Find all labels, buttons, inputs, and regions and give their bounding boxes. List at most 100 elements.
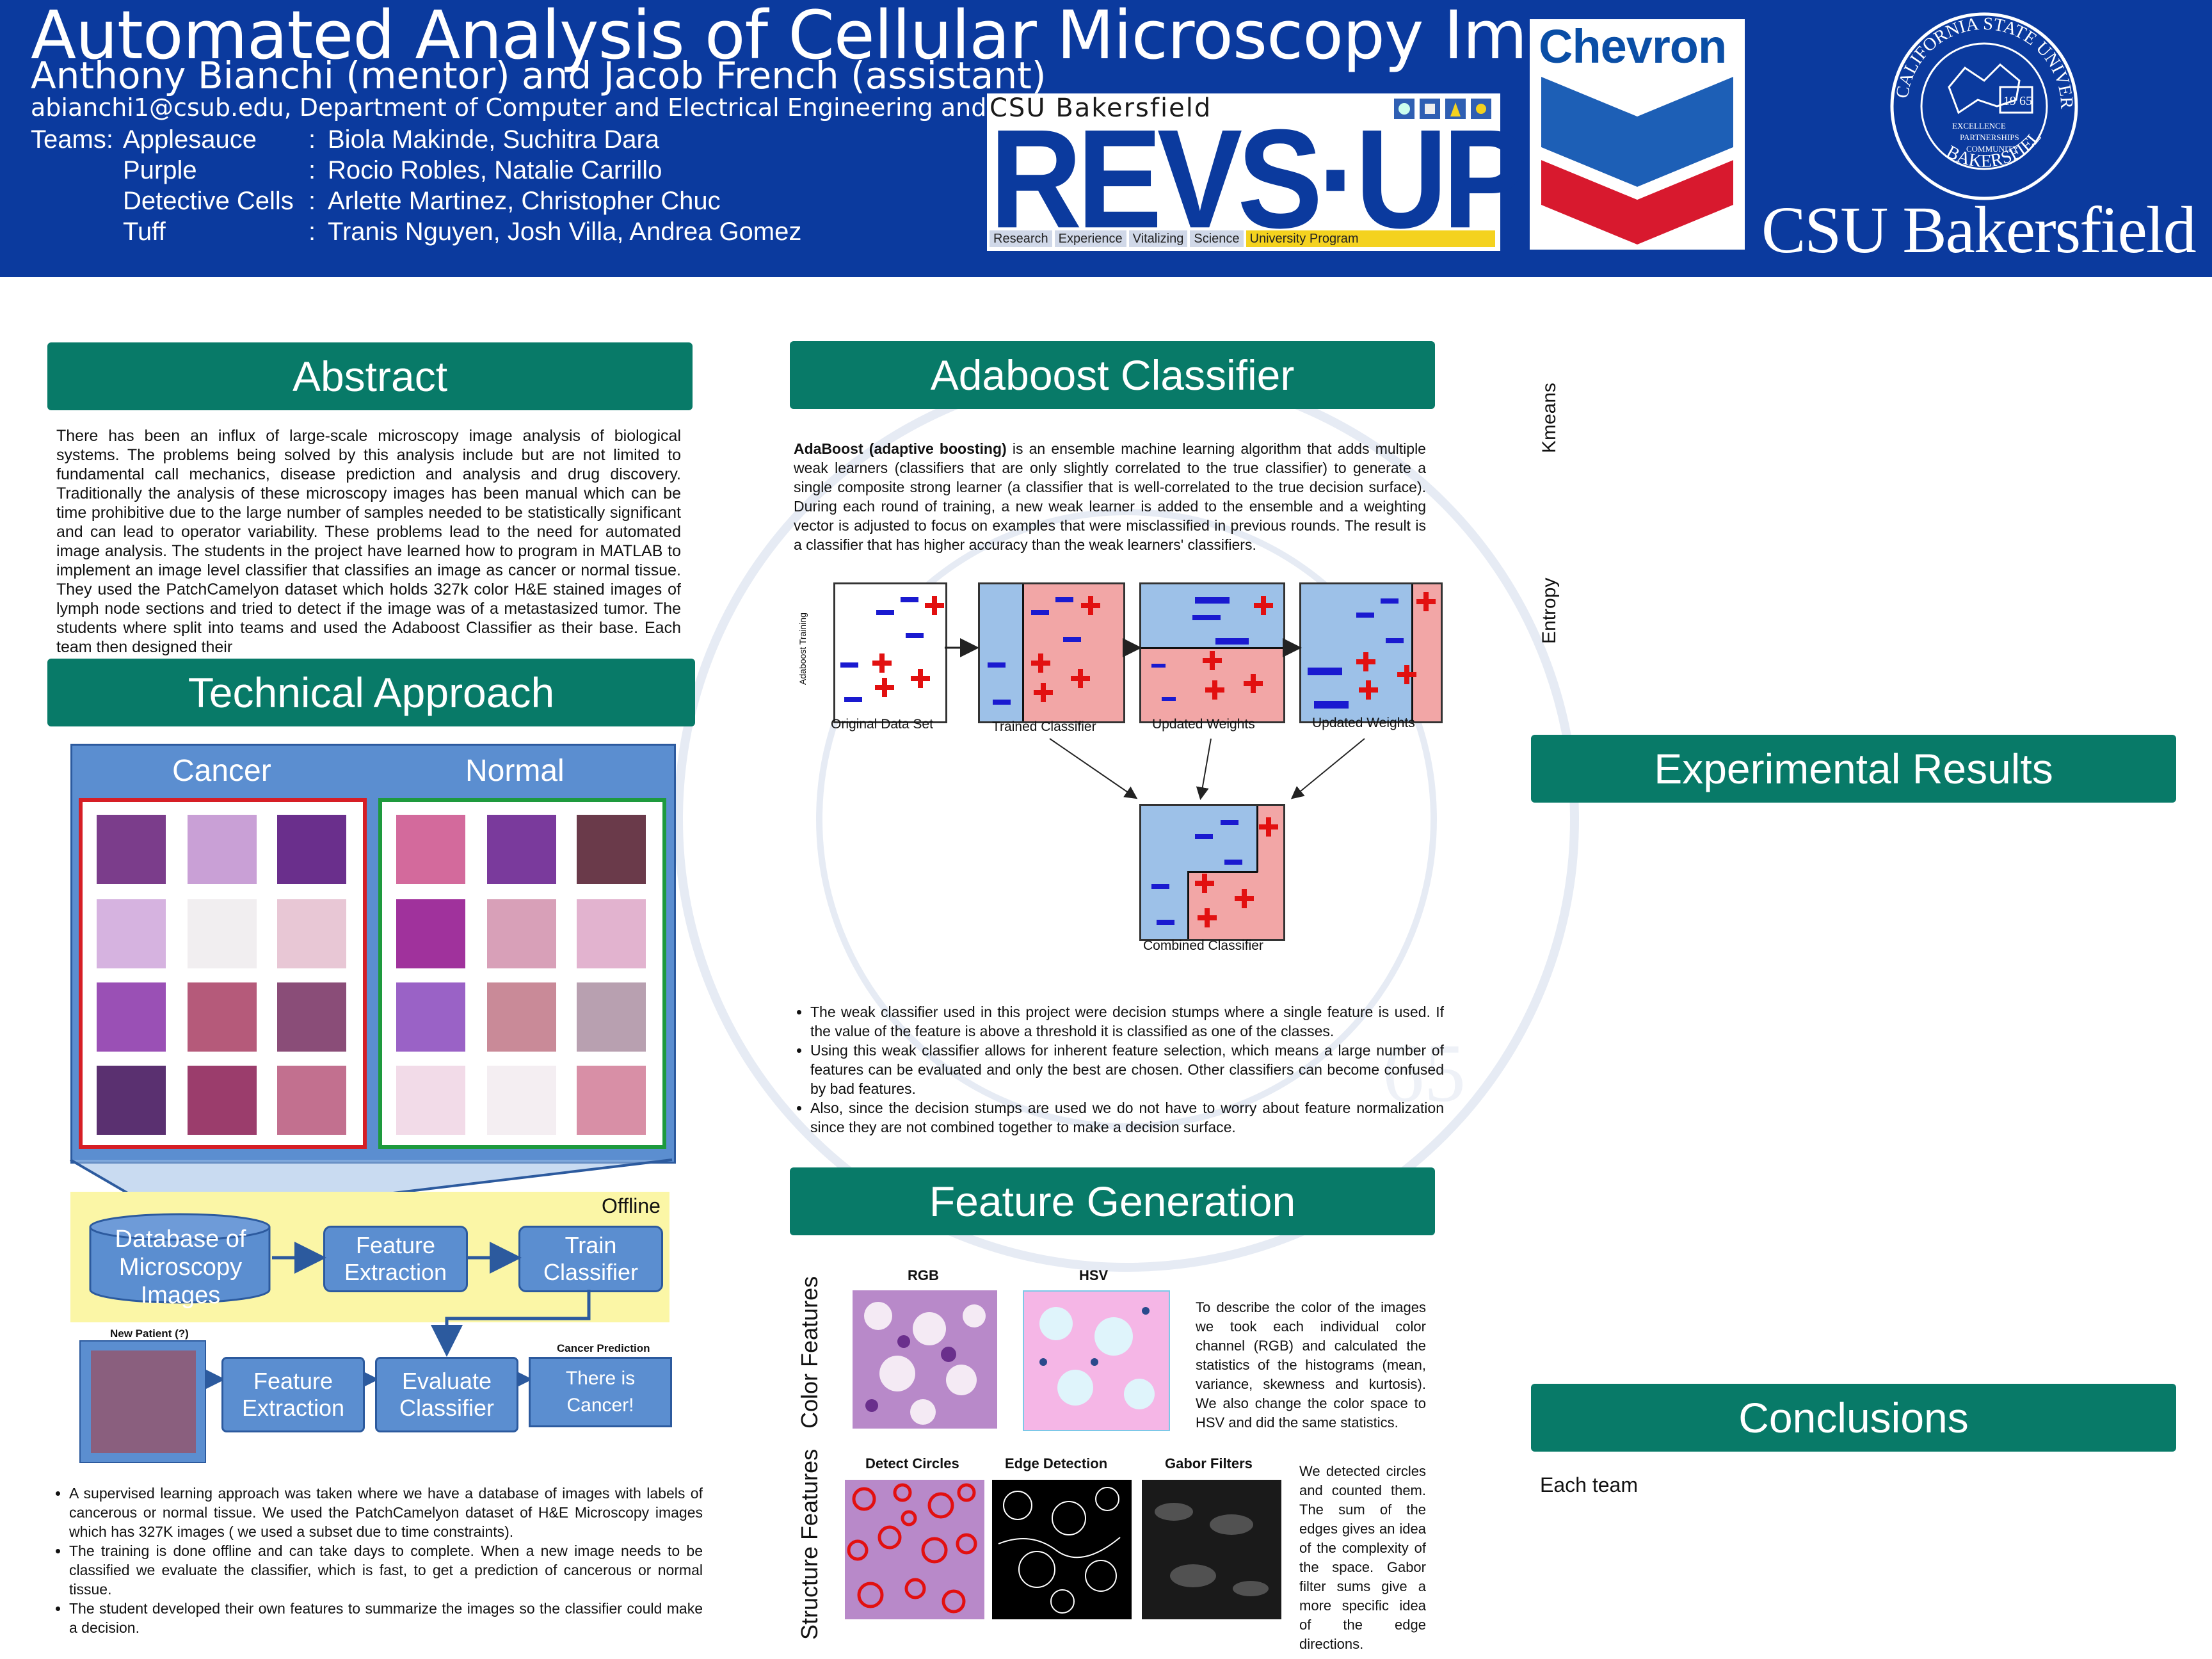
bullet-item: The student developed their own features… xyxy=(69,1599,703,1637)
cancer-tile xyxy=(188,982,257,1052)
bullet-item: The weak classifier used in this project… xyxy=(810,1002,1444,1041)
svg-text:EXCELLENCE: EXCELLENCE xyxy=(1952,121,2006,131)
conclusions-heading: Conclusions xyxy=(1531,1384,2176,1452)
chevron-wordmark: Chevron xyxy=(1539,20,1727,73)
team-row: Teams:Applesauce:Biola Makinde, Suchitra… xyxy=(31,125,660,154)
normal-samples xyxy=(378,798,666,1149)
cancer-group-label: Cancer xyxy=(172,754,271,788)
team-members: Arlette Martinez, Christopher Chuc xyxy=(328,187,721,215)
tagline-item: University Program xyxy=(1246,230,1495,247)
team-name: Detective Cells xyxy=(123,187,294,215)
csub-wordmark: CSU Bakersfield xyxy=(1761,193,2197,267)
team-members: Tranis Nguyen, Josh Villa, Andrea Gomez xyxy=(328,218,802,246)
new-patient-frame xyxy=(79,1340,206,1463)
poster-affiliation: abianchi1@csub.edu, Department of Comput… xyxy=(31,93,991,122)
database-icon xyxy=(89,1213,271,1304)
cancer-tile xyxy=(188,899,257,968)
cancer-prediction-label: Cancer Prediction xyxy=(557,1342,650,1354)
evaluate-classifier-box: Evaluate Classifier xyxy=(375,1357,518,1432)
edge-detection-image xyxy=(992,1480,1132,1619)
abstract-text: There has been an influx of large-scale … xyxy=(56,427,681,656)
svg-text:65: 65 xyxy=(1382,1027,1466,1119)
bullet-item: The training is done offline and can tak… xyxy=(69,1541,703,1599)
poster-authors: Anthony Bianchi (mentor) and Jacob Frenc… xyxy=(31,54,1046,97)
original-data-panel xyxy=(833,582,947,723)
conclusions-text: Each team xyxy=(1540,1473,1638,1496)
svg-text:19 65: 19 65 xyxy=(2003,94,2032,108)
dataset-panel: Cancer Normal xyxy=(70,744,676,1164)
structure-features-label: Structure Features xyxy=(796,1448,822,1640)
adaboost-term: AdaBoost (adaptive boosting) xyxy=(794,440,1007,457)
chevron-logo: Chevron xyxy=(1530,19,1745,250)
adaboost-arrows xyxy=(945,638,1365,800)
normal-tile xyxy=(487,1066,556,1135)
cancer-prediction-box: There is Cancer! xyxy=(529,1357,672,1427)
entropy-label: Entropy xyxy=(1539,577,1560,644)
chevron-emblem-icon xyxy=(1541,77,1733,244)
university-seal-icon: CALIFORNIA STATE UNIVERSITY BAKERSFIELD … xyxy=(1888,10,2078,200)
caption-trained: Trained Classifier xyxy=(992,719,1096,734)
normal-tile xyxy=(396,899,465,968)
adaboost-bullets: The weak classifier used in this project… xyxy=(792,1002,1444,1137)
science-icons xyxy=(1394,99,1491,119)
gabor-filters-image xyxy=(1142,1480,1281,1619)
combined-classifier-panel xyxy=(1139,804,1285,941)
teams-label: Teams: xyxy=(31,125,113,154)
new-patient-image xyxy=(91,1350,196,1453)
tagline-item: Science xyxy=(1190,230,1244,247)
offline-label: Offline xyxy=(602,1194,661,1217)
normal-tile xyxy=(396,1066,465,1135)
feature-generation-heading: Feature Generation xyxy=(790,1167,1435,1235)
color-features-label: Color Features xyxy=(796,1276,822,1429)
adaboost-intro: AdaBoost (adaptive boosting) is an ensem… xyxy=(794,439,1426,554)
team-row: Purple:Rocio Robles, Natalie Carrillo xyxy=(123,156,662,184)
adaboost-description: is an ensemble machine learning algorith… xyxy=(794,440,1426,553)
cancer-tile xyxy=(277,899,346,968)
cancer-tile xyxy=(188,1066,257,1135)
tagline-item: Experience xyxy=(1054,230,1126,247)
cancer-tile xyxy=(97,899,166,968)
cancer-tile xyxy=(97,982,166,1052)
train-classifier-box: Train Classifier xyxy=(518,1226,663,1292)
svg-text:PARTNERSHIPS: PARTNERSHIPS xyxy=(1960,132,2019,142)
normal-group-label: Normal xyxy=(465,754,565,788)
team-members: Rocio Robles, Natalie Carrillo xyxy=(328,156,662,184)
technical-approach-heading: Technical Approach xyxy=(47,659,695,726)
cancer-tile xyxy=(277,1066,346,1135)
team-name: Applesauce xyxy=(123,125,257,154)
caption-combined: Combined Classifier xyxy=(1143,938,1263,953)
edge-detection-label: Edge Detection xyxy=(1005,1455,1108,1471)
normal-tile xyxy=(396,982,465,1052)
team-row: Tuff:Tranis Nguyen, Josh Villa, Andrea G… xyxy=(123,218,802,246)
normal-tile xyxy=(577,982,646,1052)
feature-extraction-box-2: Feature Extraction xyxy=(221,1357,365,1432)
team-name: Tuff xyxy=(123,218,166,246)
flow-arrows xyxy=(193,1242,591,1395)
poster-title: Automated Analysis of Cellular Microscop… xyxy=(31,0,1683,74)
rgb-sample-image xyxy=(853,1290,997,1429)
tagline-item: Vitalizing xyxy=(1128,230,1188,247)
gabor-filters-label: Gabor Filters xyxy=(1165,1455,1253,1471)
adaboost-heading: Adaboost Classifier xyxy=(790,341,1435,409)
normal-tile xyxy=(487,815,556,884)
revs-up-tagline: Research Experience Vitalizing Science U… xyxy=(990,230,1495,247)
cancer-tile xyxy=(277,982,346,1052)
trained-classifier-panel xyxy=(978,582,1125,723)
normal-tile xyxy=(396,815,465,884)
svg-text:CALIFORNIA STATE UNIVERSITY: CALIFORNIA STATE UNIVERSITY xyxy=(1888,10,2076,109)
revs-up-campus: CSU Bakersfield xyxy=(990,93,1212,123)
cancer-tile xyxy=(188,815,257,884)
normal-tile xyxy=(487,982,556,1052)
detect-circles-image xyxy=(845,1480,984,1619)
structure-features-text: We detected circles and counted them. Th… xyxy=(1299,1463,1426,1652)
normal-tile xyxy=(577,899,646,968)
caption-original: Original Data Set xyxy=(831,717,933,732)
hsv-sample-image xyxy=(1023,1290,1170,1431)
normal-tile xyxy=(577,1066,646,1135)
cancer-tile xyxy=(97,1066,166,1135)
kmeans-label: Kmeans xyxy=(1539,382,1560,453)
revs-up-wordmark: REVS·UP xyxy=(990,100,1528,258)
abstract-heading: Abstract xyxy=(47,342,693,410)
bullet-item: Also, since the decision stumps are used… xyxy=(810,1098,1444,1137)
rgb-label: RGB xyxy=(908,1267,939,1283)
